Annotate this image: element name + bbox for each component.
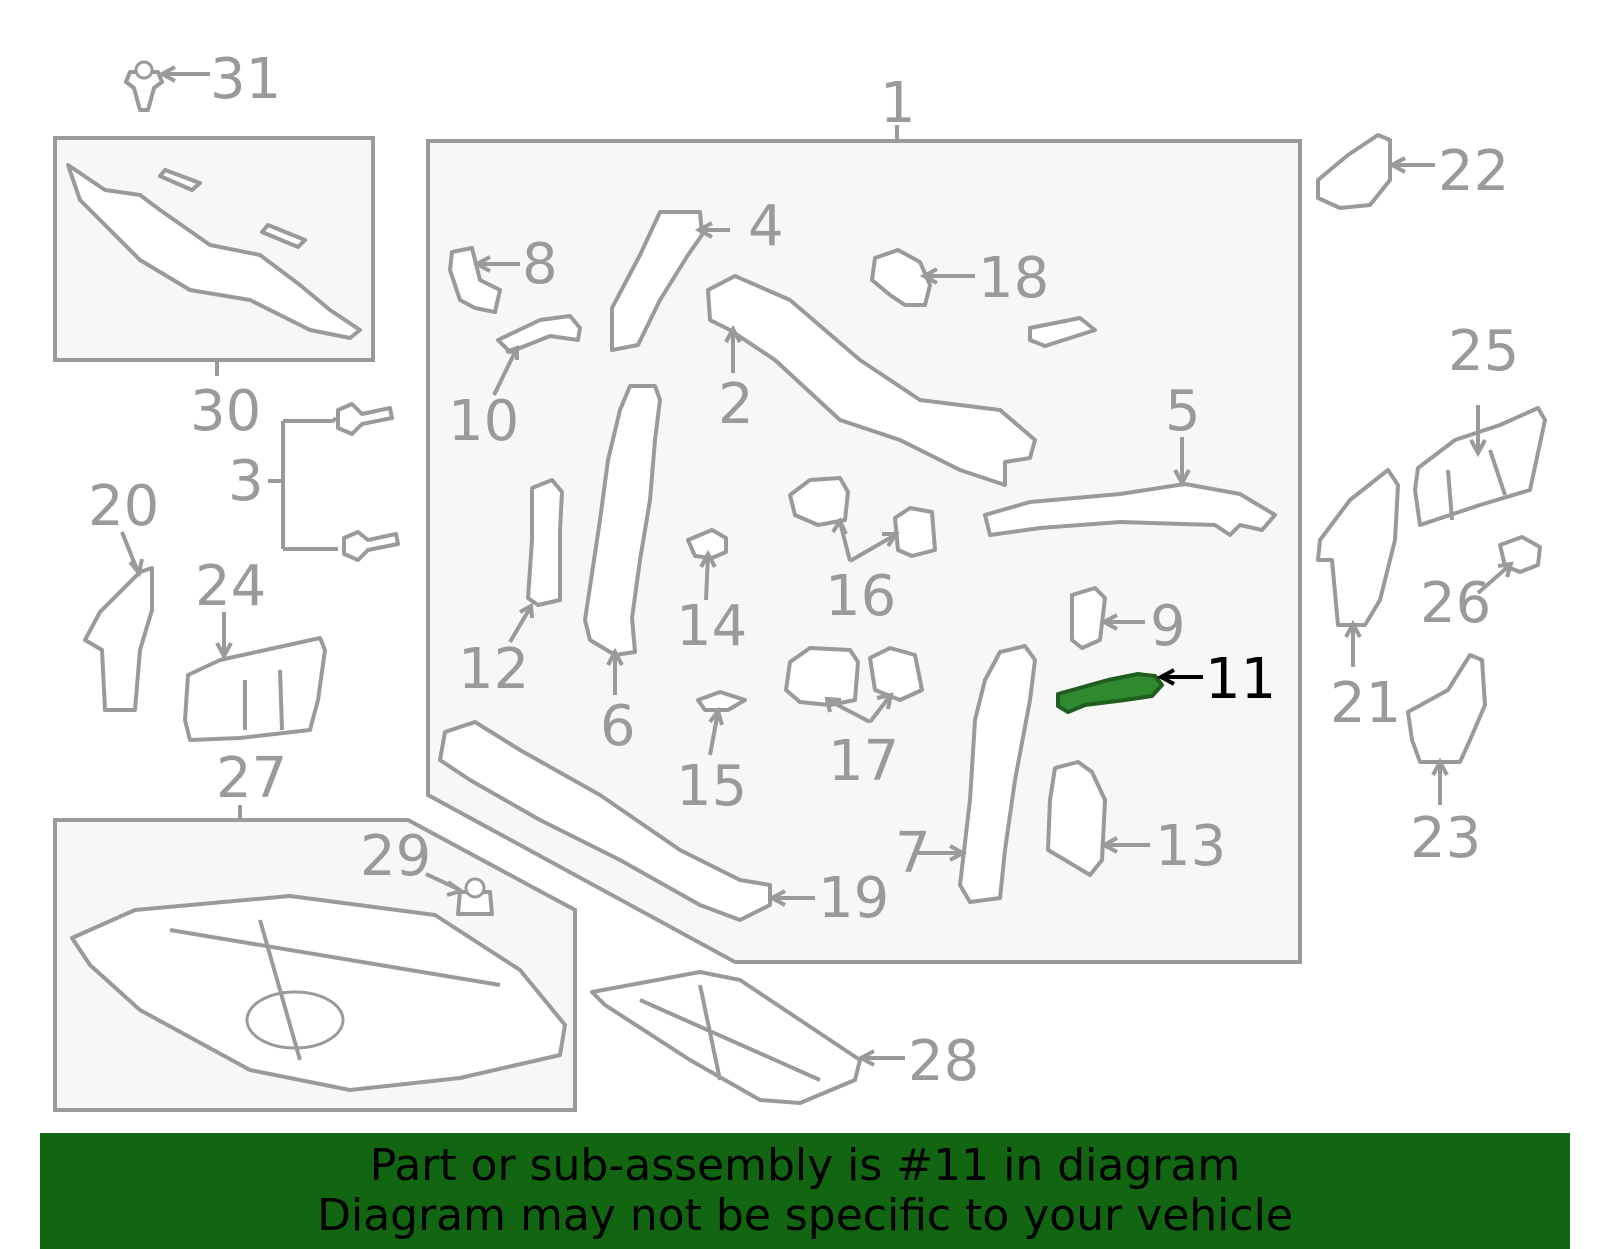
bracket-17a-icon [784,646,860,707]
callout-24: 24 [195,554,266,619]
bolt-3b-icon [342,530,400,562]
clip-31-icon [124,60,164,112]
crossmember-2-icon [706,274,1037,487]
cover-30-icon [66,163,362,340]
callout-2: 2 [718,372,754,437]
callout-9: 9 [1150,594,1186,659]
callout-28: 28 [908,1029,979,1094]
callout-29: 29 [360,824,431,889]
support-11-icon [1056,672,1164,714]
callout-14: 14 [676,594,747,659]
banner-line-2: Diagram may not be specific to your vehi… [317,1190,1293,1241]
callout-21: 21 [1330,671,1401,736]
callout-16: 16 [825,564,896,629]
support-side-7-icon [958,644,1037,904]
callout-11: 11 [1205,647,1276,712]
bracket-20-icon [83,566,154,712]
bracket-12-icon [526,478,564,607]
callout-31: 31 [210,47,281,112]
shield-24-icon [183,636,327,742]
callout-7: 7 [895,821,931,886]
callout-22: 22 [1438,139,1509,204]
bracket-23-icon [1406,653,1487,764]
bracket-18-icon [870,248,932,307]
callout-8: 8 [522,232,558,297]
under-cover-27-icon [70,894,567,1092]
callout-5: 5 [1165,379,1201,444]
bolt-3a-icon [336,402,394,436]
bracket-8-icon [448,246,502,314]
callout-15: 15 [676,754,747,819]
pad-15-icon [696,690,747,712]
callout-27: 27 [216,746,287,811]
support-5-icon [983,482,1277,537]
callout-25: 25 [1448,319,1519,384]
bracket-21-icon [1316,468,1400,627]
bracket-16a-icon [788,476,850,527]
callout-4: 4 [748,194,784,259]
clip-29-icon [456,877,494,916]
callout-26: 26 [1420,571,1491,636]
callout-1: 1 [880,71,916,136]
bracket-17b-icon [868,646,924,702]
bracket-22-icon [1316,133,1392,210]
banner-line-1: Part or sub-assembly is #11 in diagram [369,1140,1241,1191]
callout-17: 17 [828,729,899,794]
callout-13: 13 [1155,814,1226,879]
bracket-9-icon [1070,586,1107,650]
callout-labels: 1 2 3 4 5 6 7 8 9 10 11 12 13 14 15 16 1… [88,47,1519,1094]
callout-10: 10 [448,389,519,454]
callout-3: 3 [228,449,264,514]
leader-lines [120,65,1514,1067]
bracket-4-icon [610,210,704,352]
support-side-6-icon [583,384,662,657]
crossmember-19-icon [438,720,772,922]
callout-20: 20 [88,474,159,539]
info-banner: Part or sub-assembly is #11 in diagram D… [40,1133,1570,1249]
callout-18: 18 [978,246,1049,311]
callout-6: 6 [600,694,636,759]
callout-19: 19 [818,866,889,931]
callout-30: 30 [190,379,261,444]
bracket-13-icon [1046,760,1107,877]
callout-23: 23 [1410,806,1481,871]
pad-14-icon [686,528,728,560]
bracket-16b-icon [893,506,937,558]
callout-12: 12 [458,637,529,702]
